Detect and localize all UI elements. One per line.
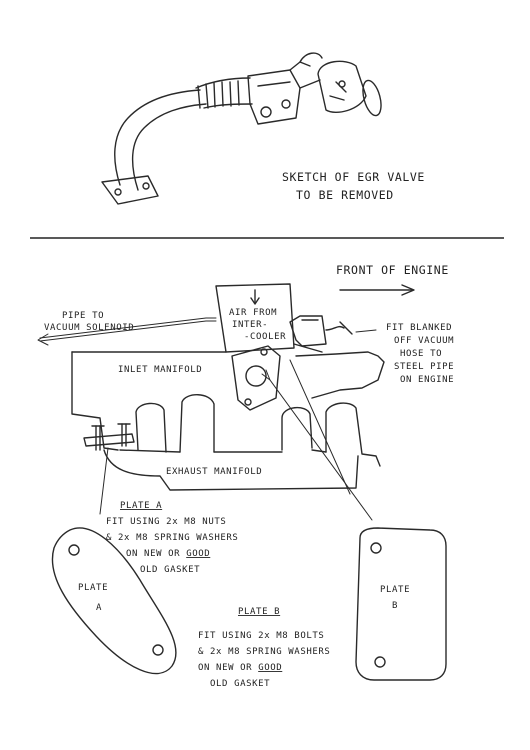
front-arrow xyxy=(339,284,415,296)
plate-a-line4: OLD GASKET xyxy=(140,565,200,575)
pipe-label-line2: VACUUM SOLENOID xyxy=(44,323,134,333)
plate-b-line1: FIT USING 2x M8 BOLTS xyxy=(198,631,324,641)
plate-a-heading: PLATE A xyxy=(120,501,162,511)
plate-a-line3-good: GOOD xyxy=(186,549,210,559)
plate-a xyxy=(51,527,177,675)
plate-a-label-line2: A xyxy=(96,603,102,613)
egr-caption-line1: SKETCH OF EGR VALVE xyxy=(282,170,425,184)
intercooler-duct xyxy=(215,283,295,353)
leader-lines xyxy=(99,359,373,521)
air-label-line3: -COOLER xyxy=(244,332,286,342)
plate-b-heading: PLATE B xyxy=(238,607,280,617)
inlet-manifold-label: INLET MANIFOLD xyxy=(118,365,202,375)
hose-label-line2: OFF VACUUM xyxy=(394,336,454,346)
plate-a-label-line1: PLATE xyxy=(78,583,108,593)
vacuum-pipe xyxy=(37,317,217,346)
plate-b-line4: OLD GASKET xyxy=(210,679,270,689)
plate-b-line3-pre: ON NEW OR xyxy=(198,663,258,673)
plate-a-line2: & 2x M8 SPRING WASHERS xyxy=(106,533,238,543)
front-of-engine-label: FRONT OF ENGINE xyxy=(336,263,449,277)
egr-caption-line2: TO BE REMOVED xyxy=(296,188,394,202)
pipe-label-line1: PIPE TO xyxy=(62,311,104,321)
plate-b-line2: & 2x M8 SPRING WASHERS xyxy=(198,647,330,657)
hose-label-line4: STEEL PIPE xyxy=(394,362,454,372)
plate-a-mount-studs xyxy=(83,423,135,451)
plate-a-line1: FIT USING 2x M8 NUTS xyxy=(106,517,226,527)
air-label-line2: INTER- xyxy=(232,320,268,330)
exhaust-manifold xyxy=(103,449,359,491)
plate-b-label-line1: PLATE xyxy=(380,585,410,595)
air-label-line1: AIR FROM xyxy=(229,308,277,318)
plate-b-line3: ON NEW OR GOOD xyxy=(198,663,282,673)
plate-b-label-line2: B xyxy=(392,601,398,611)
egr-mount-flange xyxy=(231,345,281,411)
plate-a-line3-pre: ON NEW OR xyxy=(126,549,186,559)
hose-label-line1: FIT BLANKED xyxy=(386,323,452,333)
hose-leader xyxy=(355,329,377,333)
inlet-manifold xyxy=(71,351,385,467)
egr-valve-sketch xyxy=(101,52,382,205)
vacuum-hose-fitting xyxy=(289,315,353,353)
plate-a-line3: ON NEW OR GOOD xyxy=(126,549,210,559)
plate-b xyxy=(355,527,447,681)
exhaust-manifold-label: EXHAUST MANIFOLD xyxy=(166,467,262,477)
plate-b-line3-good: GOOD xyxy=(258,663,282,673)
hose-label-line5: ON ENGINE xyxy=(400,375,454,385)
hose-label-line3: HOSE TO xyxy=(400,349,442,359)
